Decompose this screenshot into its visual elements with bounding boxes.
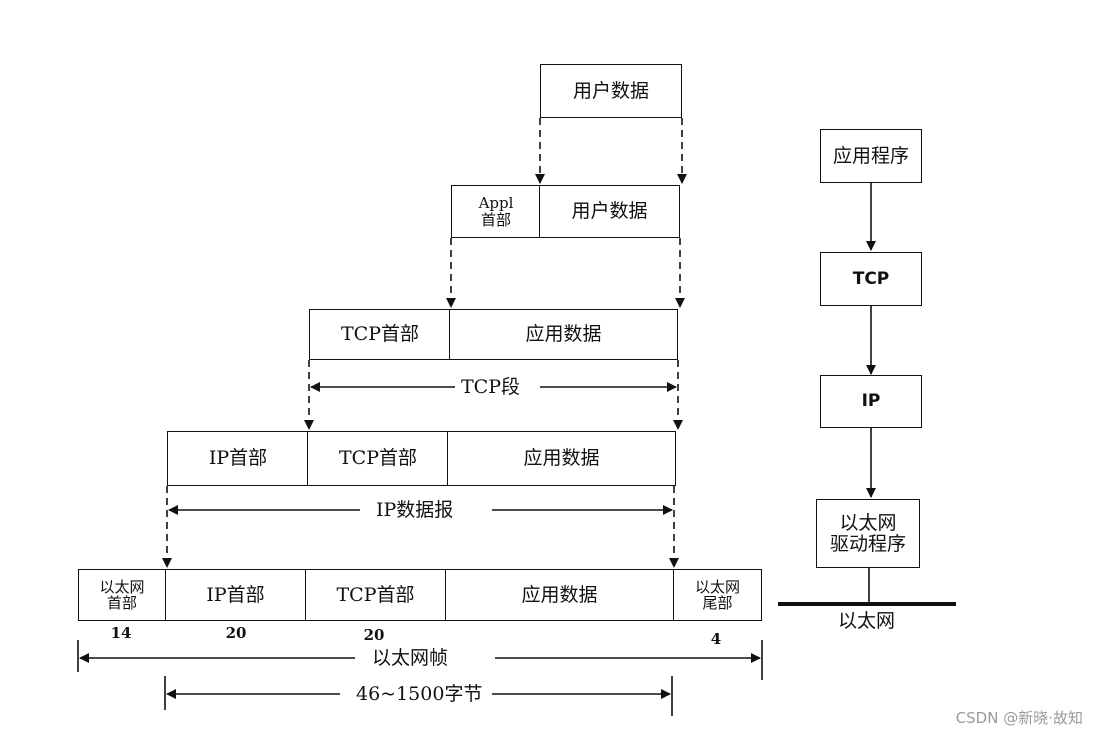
- eth-header-line2: 首部: [106, 594, 137, 612]
- stack-network-label: 以太网: [832, 610, 902, 632]
- stack-tcp-label: TCP: [852, 268, 890, 289]
- tcp-header-box: TCP首部: [309, 309, 451, 360]
- app-data-box: 应用数据: [449, 309, 678, 360]
- appl-header-box: Appl 首部: [451, 185, 541, 238]
- stack-driver-box: 以太网 驱动程序: [816, 499, 920, 568]
- tcp-header-label-3: TCP首部: [336, 583, 415, 606]
- ip-header-box-2: IP首部: [165, 569, 306, 621]
- stack-tcp-box: TCP: [820, 252, 922, 306]
- appl-header-line1: Appl: [478, 194, 514, 213]
- ip-datagram-label: IP数据报: [370, 499, 460, 521]
- eth-trailer-box: 以太网 尾部: [673, 569, 762, 621]
- app-data-label-2: 应用数据: [523, 447, 600, 470]
- app-data-box-3: 应用数据: [445, 569, 674, 621]
- app-data-label-3: 应用数据: [521, 583, 598, 606]
- app-data-box-2: 应用数据: [447, 431, 676, 486]
- user-data-box-2: 用户数据: [539, 185, 680, 238]
- stack-ip-box: IP: [820, 375, 922, 428]
- stack-ip-label: IP: [861, 391, 881, 412]
- tcp-segment-label: TCP段: [455, 376, 526, 398]
- eth-trailer-line1: 以太网: [694, 577, 740, 596]
- payload-range-label: 46~1500字节: [350, 683, 489, 705]
- user-data-label: 用户数据: [572, 79, 649, 102]
- appl-header-line2: 首部: [480, 210, 511, 229]
- ip-header-label-2: IP首部: [206, 583, 265, 606]
- size-eth-trailer: 4: [710, 630, 722, 648]
- size-ip-header: 20: [225, 624, 247, 642]
- app-data-label: 应用数据: [525, 323, 602, 346]
- user-data-label-2: 用户数据: [571, 200, 648, 223]
- tcp-header-label-2: TCP首部: [339, 447, 417, 470]
- stack-application-box: 应用程序: [820, 129, 922, 183]
- tcp-header-label: TCP首部: [341, 323, 419, 346]
- eth-trailer-line2: 尾部: [702, 594, 733, 612]
- watermark: CSDN @新晓·故知: [955, 709, 1083, 727]
- eth-header-line1: 以太网: [99, 577, 145, 596]
- size-eth-header: 14: [110, 624, 132, 642]
- tcp-header-box-2: TCP首部: [307, 431, 449, 486]
- tcp-header-box-3: TCP首部: [305, 569, 446, 621]
- size-tcp-header: 20: [363, 626, 385, 644]
- stack-driver-line2: 驱动程序: [829, 532, 906, 555]
- eth-frame-label: 以太网帧: [366, 647, 455, 669]
- stack-application-label: 应用程序: [832, 144, 909, 167]
- stack-driver-line1: 以太网: [839, 511, 897, 534]
- eth-header-box: 以太网 首部: [78, 569, 166, 621]
- user-data-box: 用户数据: [540, 64, 682, 118]
- ip-header-label: IP首部: [208, 447, 268, 470]
- ip-header-box: IP首部: [167, 431, 309, 486]
